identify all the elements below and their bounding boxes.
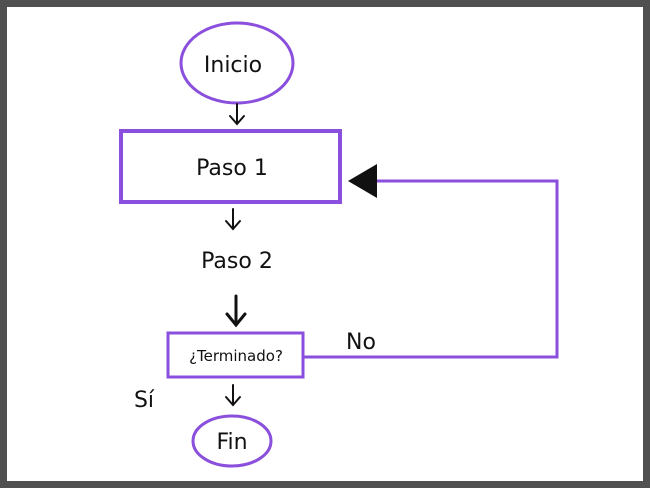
step2-label: Paso 2 — [201, 249, 273, 274]
step1-label: Paso 1 — [196, 156, 268, 181]
edge-label-yes: Sí — [134, 388, 155, 413]
edge-label-no: No — [346, 330, 376, 355]
loop-back-arrowhead — [348, 164, 377, 198]
decision-label: ¿Terminado? — [189, 347, 283, 365]
step1-node — [119, 129, 342, 204]
arrow-step1-to-step2 — [225, 208, 241, 231]
decision-node — [166, 331, 305, 379]
loop-back-connector — [303, 179, 559, 359]
end-label: Fin — [216, 430, 247, 455]
end-node — [191, 414, 273, 468]
arrow-step2-to-decision — [225, 294, 247, 328]
start-label: Inicio — [204, 53, 262, 78]
arrow-decision-to-end — [225, 384, 241, 407]
arrow-start-to-step1 — [229, 103, 245, 126]
